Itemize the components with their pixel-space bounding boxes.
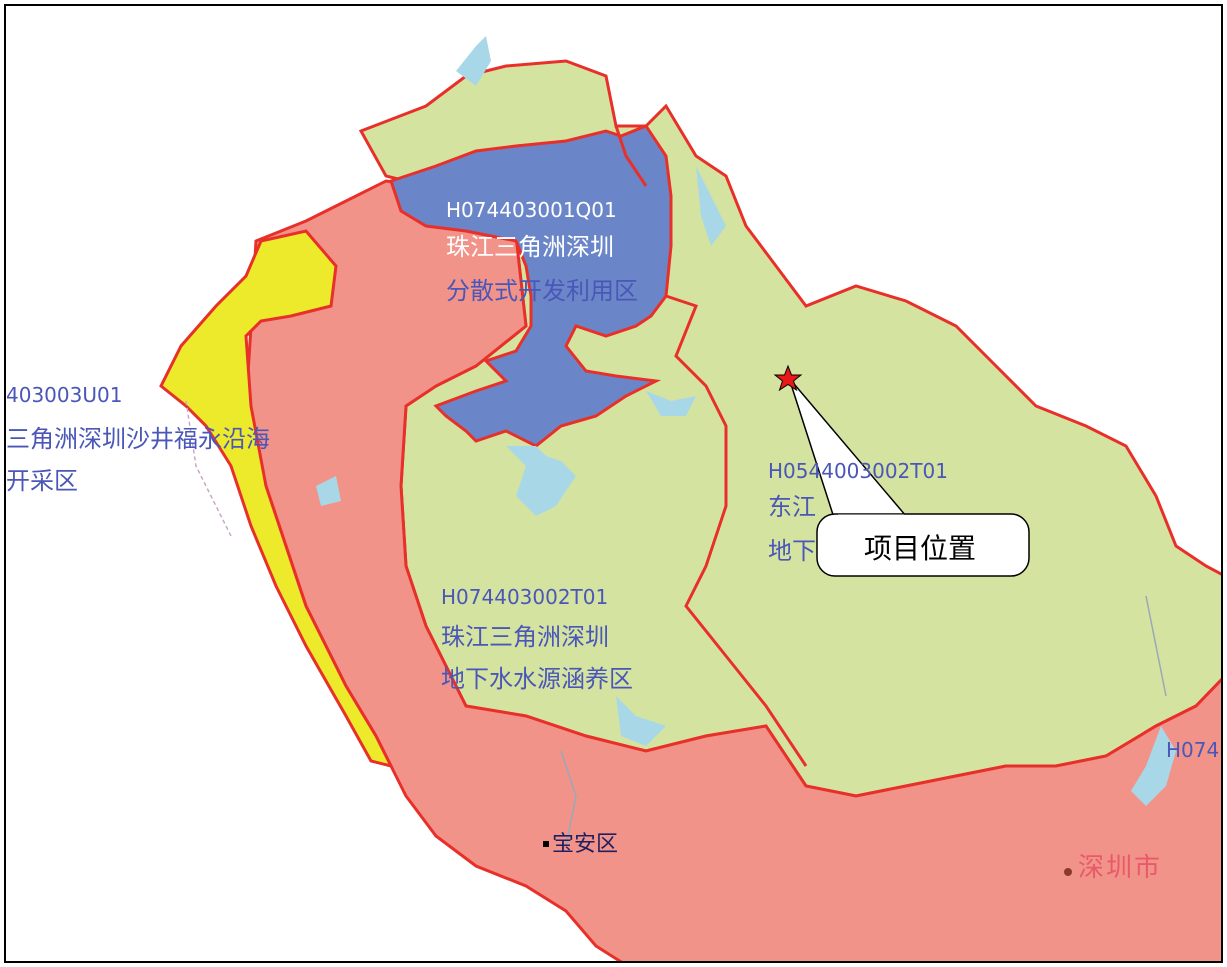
blue-development-zone <box>389 124 673 448</box>
reservoir-4 <box>616 696 666 746</box>
city-label: 深圳市 <box>1078 853 1163 883</box>
east-zone-code: H0544003002T01 <box>768 459 948 483</box>
north-zone-code: H074403001Q01 <box>446 198 617 222</box>
road-3 <box>560 750 577 847</box>
reservoir-5 <box>1131 726 1176 806</box>
city-marker <box>1064 868 1072 876</box>
inner-boundary-north <box>614 125 648 187</box>
center-zone-code: H074403002T01 <box>441 585 609 609</box>
west-zone-code: 403003U01 <box>6 383 123 407</box>
east-zone-name-line2: 地下 <box>768 537 816 565</box>
road-2 <box>1145 595 1167 697</box>
district-label: 宝安区 <box>552 832 619 857</box>
map-frame: H074403001Q01 珠江三角洲深圳 分散式开发利用区 403003U01… <box>4 4 1223 963</box>
district-marker <box>543 841 549 847</box>
north-zone-name-line1: 珠江三角洲深圳 <box>446 233 614 261</box>
reservoir-7 <box>316 476 341 506</box>
map-canvas <box>159 36 1221 961</box>
reservoir-3 <box>696 166 726 246</box>
center-zone-name-line1: 珠江三角洲深圳 <box>441 623 609 651</box>
east-zone-name-line1: 东江 <box>768 493 816 521</box>
inner-boundary-east <box>665 294 808 767</box>
project-location-star-icon <box>773 364 803 392</box>
callout-label: 项目位置 <box>864 532 977 565</box>
southeast-zone-code: H074 <box>1166 738 1220 762</box>
reservoir-6 <box>456 36 491 86</box>
reservoir-2 <box>646 391 696 416</box>
west-zone-name-line1: 三角洲深圳沙井福永沿海 <box>6 425 270 453</box>
road-1 <box>185 400 232 537</box>
center-zone-name-line2: 地下水水源涵养区 <box>441 665 633 693</box>
callout-box <box>816 513 1030 577</box>
reservoir-1 <box>506 446 576 516</box>
yellow-coastal-strip <box>159 229 394 769</box>
west-zone-name-line2: 开采区 <box>6 467 78 495</box>
north-zone-name-line2: 分散式开发利用区 <box>446 277 638 305</box>
